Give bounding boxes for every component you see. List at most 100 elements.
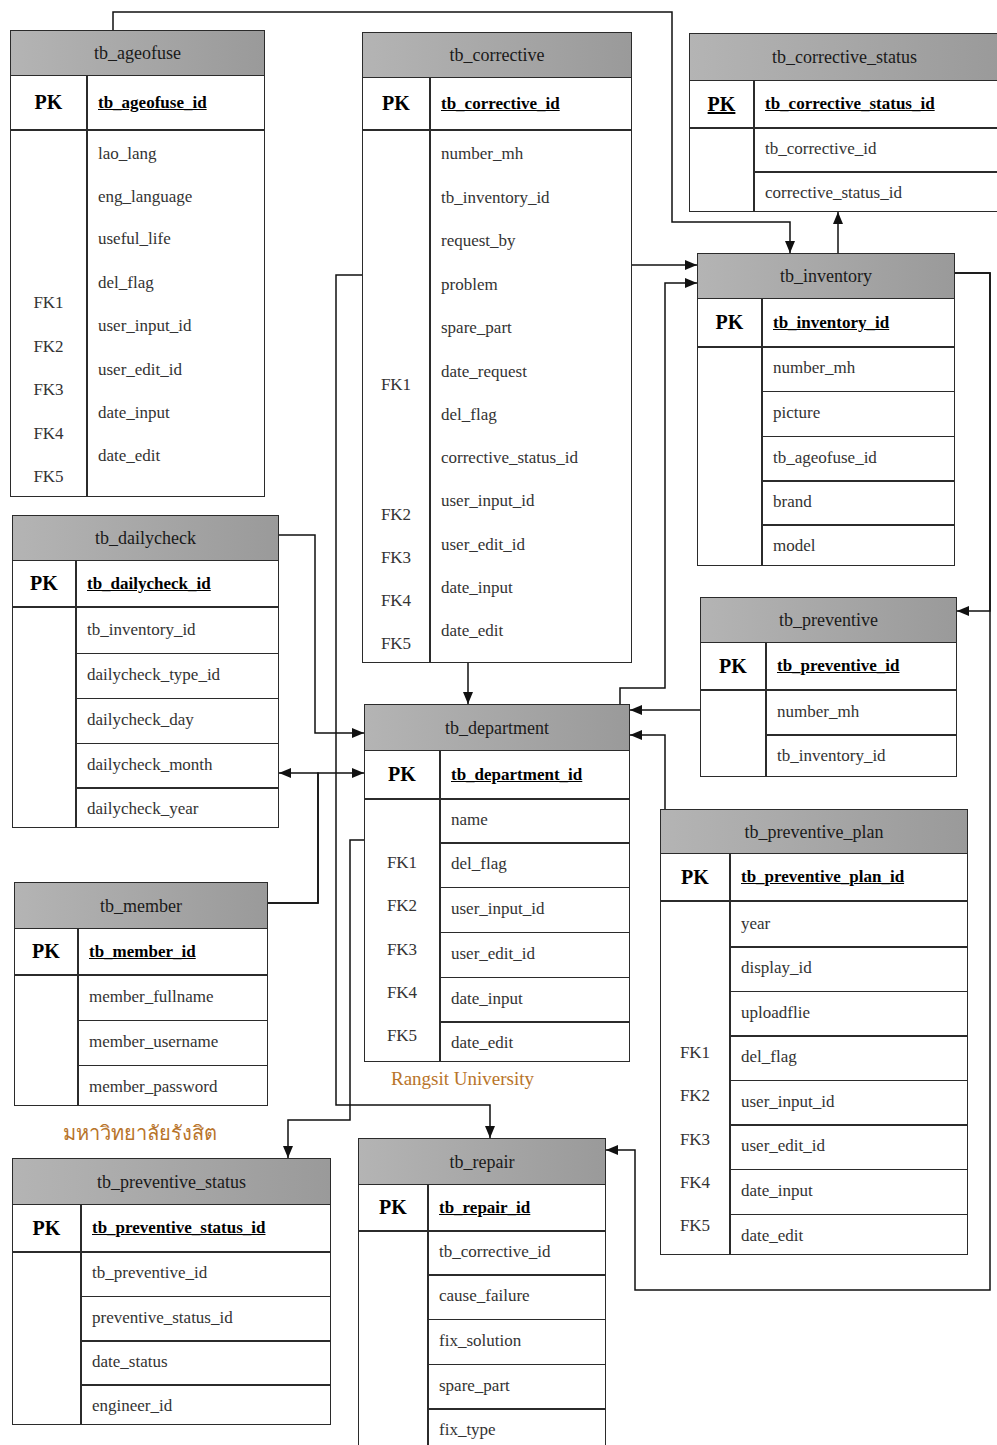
row-line	[359, 1230, 605, 1232]
table-box: tb_preventive_statusPKtb_preventive_stat…	[12, 1158, 331, 1425]
field-name: user_input_id	[741, 1090, 835, 1114]
row-line	[13, 1251, 330, 1253]
field-name: date_edit	[451, 1031, 513, 1055]
field-name: dailycheck_month	[87, 753, 213, 777]
table-name: tb_inventory	[698, 254, 954, 299]
primary-key-label: PK	[13, 1205, 80, 1251]
row-line	[75, 653, 278, 655]
field-name: date_request	[441, 360, 527, 384]
primary-key-label: PK	[359, 1185, 427, 1230]
row-line	[701, 689, 956, 691]
field-name: user_edit_id	[451, 942, 535, 966]
foreign-key-label: FK1	[365, 851, 439, 875]
foreign-key-label: FK4	[365, 981, 439, 1005]
row-line	[729, 1035, 967, 1037]
field-name: del_flag	[98, 271, 154, 295]
field-name: picture	[773, 401, 820, 425]
row-line	[439, 887, 629, 889]
row-line	[761, 524, 954, 526]
primary-key-label: PK	[698, 299, 761, 346]
foreign-key-label: FK1	[363, 373, 429, 397]
foreign-key-label: FK4	[363, 589, 429, 613]
field-name: engineer_id	[92, 1394, 172, 1418]
table-box: tb_repairPKtb_repair_idtb_corrective_idc…	[358, 1138, 606, 1445]
primary-key-label: PK	[661, 854, 729, 900]
primary-key-field: tb_corrective_status_id	[765, 81, 935, 127]
field-name: name	[451, 808, 488, 832]
field-name: user_input_id	[441, 489, 535, 513]
table-box: tb_corrective_statusPKtb_corrective_stat…	[689, 33, 997, 212]
row-line	[729, 1169, 967, 1171]
primary-key-field: tb_inventory_id	[773, 299, 889, 346]
field-name: date_status	[92, 1350, 168, 1374]
field-name: spare_part	[439, 1374, 510, 1398]
primary-key-field: tb_preventive_id	[777, 643, 899, 689]
field-name: tb_inventory_id	[441, 186, 550, 210]
primary-key-label: PK	[13, 561, 75, 606]
foreign-key-label: FK3	[11, 378, 86, 402]
field-name: date_input	[741, 1179, 813, 1203]
row-line	[75, 743, 278, 745]
table-box: tb_memberPKtb_member_idmember_fullnameme…	[14, 882, 268, 1106]
row-line	[13, 606, 278, 608]
field-name: del_flag	[451, 852, 507, 876]
row-line	[439, 1021, 629, 1023]
table-box: tb_dailycheckPKtb_dailycheck_idtb_invent…	[12, 515, 279, 828]
relation-connector	[837, 212, 839, 253]
field-name: user_input_id	[98, 314, 192, 338]
row-line	[77, 1065, 267, 1067]
field-name: del_flag	[741, 1045, 797, 1069]
foreign-key-label: FK5	[661, 1214, 729, 1238]
field-name: date_input	[441, 576, 513, 600]
field-name: tb_preventive_id	[92, 1261, 207, 1285]
primary-key-field: tb_member_id	[89, 929, 196, 974]
field-name: number_mh	[773, 356, 855, 380]
field-name: brand	[773, 490, 812, 514]
field-name: fix_solution	[439, 1329, 521, 1353]
relation-connector	[288, 840, 364, 1158]
row-line	[80, 1340, 330, 1342]
relation-connector	[630, 709, 700, 711]
primary-key-field: tb_department_id	[451, 751, 582, 798]
row-line	[729, 1080, 967, 1082]
field-name: lao_lang	[98, 142, 157, 166]
foreign-key-label: FK5	[11, 465, 86, 489]
row-line	[427, 1364, 605, 1366]
primary-key-label: PK	[15, 929, 77, 974]
row-line	[753, 171, 997, 173]
field-name: member_username	[89, 1030, 218, 1054]
field-name: user_edit_id	[741, 1134, 825, 1158]
table-box: tb_inventoryPK tb_inventory_id number_mhpi…	[697, 253, 955, 566]
field-name: number_mh	[441, 142, 523, 166]
row-line	[761, 480, 954, 482]
field-name: date_input	[98, 401, 170, 425]
table-box: tb_departmentPKtb_department_idnamedel_f…	[364, 704, 630, 1062]
table-name: tb_preventive_plan	[661, 810, 967, 854]
relation-connector	[632, 264, 697, 266]
field-name: tb_corrective_id	[439, 1240, 550, 1264]
row-line	[439, 842, 629, 844]
table-box: tb_preventivePKtb_preventive_idnumber_mh…	[700, 597, 957, 777]
row-line	[729, 991, 967, 993]
table-box: tb_ageofusePKtb_ageofuse_idlao_langeng_l…	[10, 30, 265, 497]
field-name: corrective_status_id	[441, 446, 578, 470]
table-name: tb_dailycheck	[13, 516, 278, 561]
field-name: dailycheck_year	[87, 797, 198, 821]
row-line	[77, 1020, 267, 1022]
field-name: model	[773, 534, 816, 558]
relation-connector	[279, 535, 364, 733]
field-name: year	[741, 912, 770, 936]
watermark-text: Rangsit University	[388, 1068, 537, 1090]
row-line	[698, 346, 954, 348]
field-name: date_edit	[98, 444, 160, 468]
field-name: member_password	[89, 1075, 217, 1099]
table-box: tb_correctivePKtb_corrective_idnumber_mh…	[362, 32, 632, 663]
row-line	[439, 932, 629, 934]
table-name: tb_repair	[359, 1139, 605, 1185]
row-line	[661, 900, 967, 902]
primary-key-field: tb_ageofuse_id	[98, 76, 207, 129]
column-line	[429, 78, 431, 662]
foreign-key-label: FK2	[11, 335, 86, 359]
foreign-key-label: FK3	[365, 938, 439, 962]
field-name: request_by	[441, 229, 516, 253]
